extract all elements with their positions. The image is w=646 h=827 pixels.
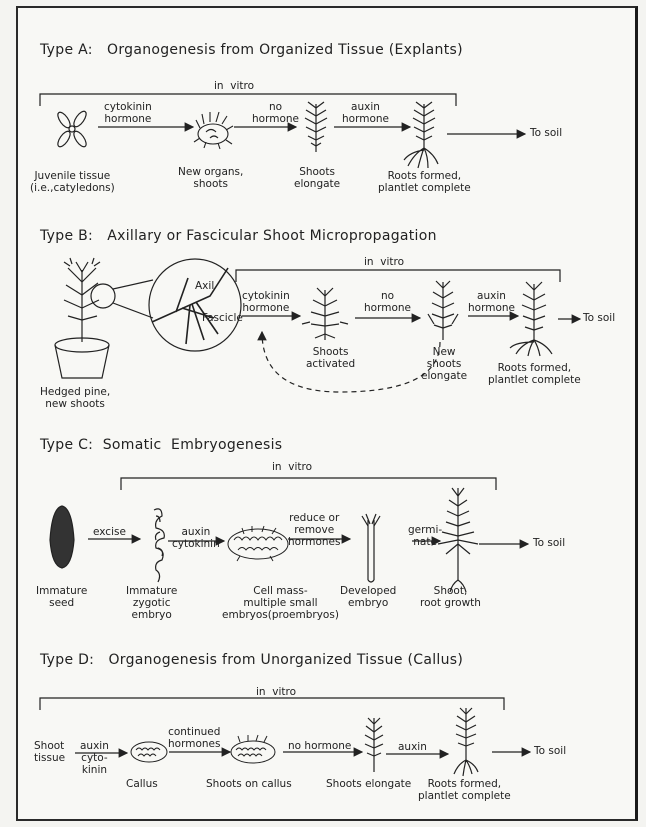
cell-mass-icon xyxy=(228,526,288,561)
type-d-to-soil: To soil xyxy=(534,745,566,757)
type-d-arrow-4-label: auxin xyxy=(398,741,427,753)
type-c-stage-1: Immature seed xyxy=(36,585,87,609)
type-a-stage-2: New organs, shoots xyxy=(178,166,243,190)
type-c-title: Type C: Somatic Embryogenesis xyxy=(40,437,282,453)
developed-embryo-icon xyxy=(362,514,380,582)
type-b-stage-1: Shoots activated xyxy=(306,346,355,370)
type-c-arrow-3-label: reduce or remove hormones xyxy=(288,512,340,548)
callus-icon xyxy=(131,742,167,762)
juvenile-tissue-icon xyxy=(56,109,89,148)
magnify-small-circle xyxy=(91,284,115,308)
type-a-arrow-3-label: auxin hormone xyxy=(342,101,389,125)
type-a-stage-3: Shoots elongate xyxy=(294,166,340,190)
shoots-elongate-icon xyxy=(365,718,383,772)
type-d-title: Type D: Organogenesis from Unorganized T… xyxy=(40,652,463,668)
shoots-on-callus-icon xyxy=(231,735,275,763)
type-d-arrow-2-label: continued hormones xyxy=(168,726,220,750)
type-c-in-vitro: in vitro xyxy=(272,461,312,473)
type-d-stage-2: Shoots on callus xyxy=(206,778,292,790)
shoots-activated-icon xyxy=(302,288,348,340)
rooted-plantlet-icon xyxy=(404,102,438,168)
type-c-stage-2: Immature zygotic embryo xyxy=(126,585,177,621)
type-d-arrow-3-label: no hormone xyxy=(288,740,351,752)
type-c-arrow-2-label: auxin cytokinin xyxy=(172,526,220,550)
shoot-root-growth-icon xyxy=(438,488,478,592)
type-c-arrow-1-label: excise xyxy=(93,526,126,538)
type-b-in-vitro: in vitro xyxy=(364,256,404,268)
potted-pine-icon xyxy=(55,258,109,378)
zygotic-embryo-icon xyxy=(154,509,164,582)
type-b-stage-3: Roots formed, plantlet complete xyxy=(488,362,581,386)
type-a-arrow-2-label: no hormone xyxy=(252,101,299,125)
type-b-axil-label: Axil xyxy=(195,280,214,292)
type-a-to-soil: To soil xyxy=(530,127,562,139)
axil-fascicle-icon xyxy=(152,268,228,344)
rooted-plantlet-b-icon xyxy=(510,282,552,356)
type-b-to-soil: To soil xyxy=(583,312,615,324)
type-d-stage-1: Callus xyxy=(126,778,158,790)
type-b-bracket xyxy=(236,270,560,282)
type-a-title: Type A: Organogenesis from Organized Tis… xyxy=(40,42,463,58)
type-d-arrow-1-label: auxin cyto- kinin xyxy=(80,740,109,776)
type-d-stage-4: Roots formed, plantlet complete xyxy=(418,778,511,802)
type-d-bracket xyxy=(40,698,504,710)
type-c-arrow-4-label: germi- nate xyxy=(408,524,442,548)
type-b-arrow-2-label: no hormone xyxy=(364,290,411,314)
type-c-bracket xyxy=(121,478,496,490)
magnify-detail-circle xyxy=(149,259,241,351)
type-a-arrow-1-label: cytokinin hormone xyxy=(104,101,152,125)
new-organs-icon xyxy=(194,112,233,149)
rooted-plantlet-d-icon xyxy=(454,708,478,776)
type-b-stage-2: New shoots elongate xyxy=(421,346,467,382)
type-a-stage-1: Juvenile tissue (i.e.,catyledons) xyxy=(30,170,115,194)
type-a-stage-4: Roots formed, plantlet complete xyxy=(378,170,471,194)
type-d-in-vitro: in vitro xyxy=(256,686,296,698)
type-b-arrow-3-label: auxin hormone xyxy=(468,290,515,314)
type-b-title: Type B: Axillary or Fascicular Shoot Mic… xyxy=(40,228,437,244)
type-c-stage-4: Developed embryo xyxy=(340,585,396,609)
type-b-arrow-1-label: cytokinin hormone xyxy=(242,290,290,314)
type-a-in-vitro: in vitro xyxy=(214,80,254,92)
elongated-shoot-icon xyxy=(305,102,327,152)
type-d-stage-0: Shoot tissue xyxy=(34,740,65,764)
type-a-bracket xyxy=(40,94,456,106)
type-c-to-soil: To soil xyxy=(533,537,565,549)
type-c-stage-3: Cell mass- multiple small embryos(proemb… xyxy=(222,585,339,621)
type-b-stage-0: Hedged pine, new shoots xyxy=(40,386,110,410)
type-b-fascicle-label: Fascicle xyxy=(202,312,243,324)
immature-seed-icon xyxy=(50,506,74,568)
new-shoots-icon xyxy=(428,281,458,340)
type-d-stage-3: Shoots elongate xyxy=(326,778,411,790)
type-c-stage-5: Shoot, root growth xyxy=(420,585,481,609)
